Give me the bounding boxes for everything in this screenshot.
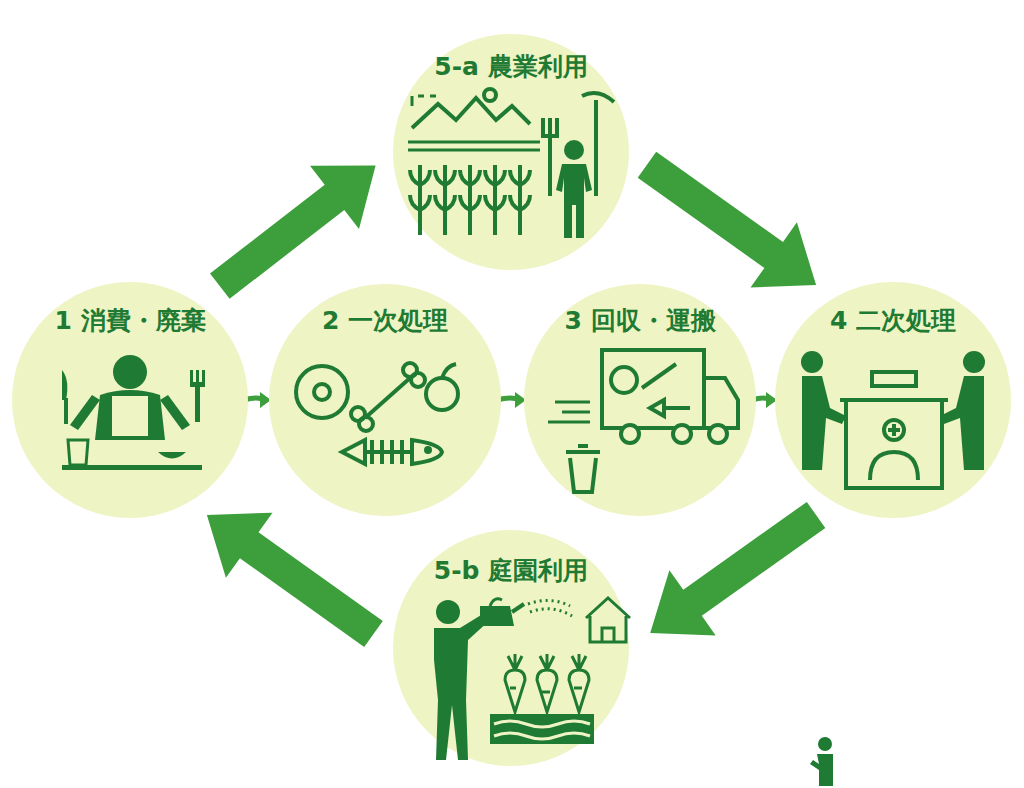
consumer-icon: [62, 355, 205, 470]
stage-heading: 4 二次処理: [830, 306, 956, 336]
block-arrow: [210, 166, 376, 299]
stage-circle: 5-a 農業利用: [393, 34, 629, 270]
cycle-arrow: [207, 513, 383, 647]
stage-heading: 5-a 農業利用: [434, 52, 587, 82]
block-arrow: [650, 502, 825, 636]
stage-heading: 3 回収・運搬: [564, 306, 715, 336]
flow-arrow: [244, 392, 271, 408]
truck-icon: [548, 350, 738, 492]
small-figure: [810, 737, 833, 786]
stage-circle: 1 消費・廃棄: [12, 282, 248, 518]
agriculture-icon: [408, 89, 614, 235]
stage-circle: 4 二次処理: [775, 282, 1011, 518]
stage-heading: 1 消費・廃棄: [54, 306, 205, 336]
stage-circle: 3 回収・運搬: [524, 284, 756, 516]
stage-circle: 5-b 庭園利用: [393, 530, 629, 766]
block-arrow: [207, 513, 383, 647]
processing-icon: [801, 351, 985, 488]
cycle-arrow: [210, 166, 376, 299]
cycle-arrow: [650, 502, 825, 636]
stage-heading: 5-b 庭園利用: [434, 556, 588, 586]
cycle-arrow: [638, 152, 816, 288]
flow-arrow: [497, 392, 526, 408]
block-arrow: [638, 152, 816, 288]
food-waste-icon: [296, 363, 458, 464]
stage-heading: 2 一次処理: [322, 306, 448, 336]
garden-icon: [434, 598, 630, 760]
stage-circle: 2 一次処理: [269, 284, 501, 516]
